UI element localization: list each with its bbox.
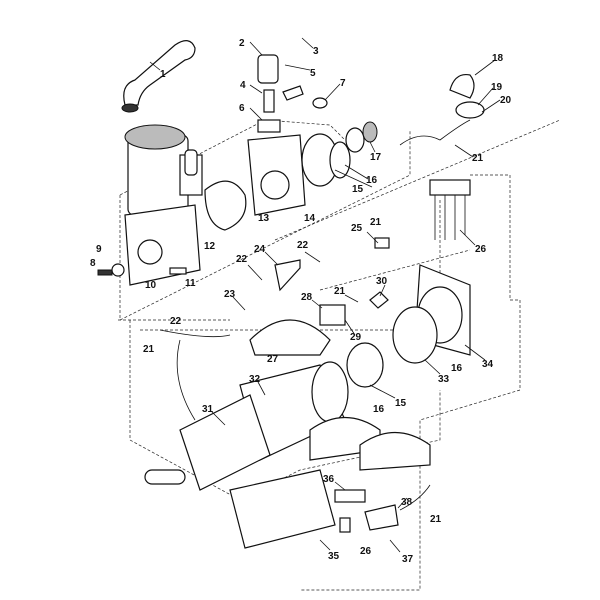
callout-7: 7: [340, 78, 346, 89]
callout-22-b: 22: [236, 254, 248, 265]
leader-lines: [149, 37, 501, 553]
callout-3: 3: [313, 46, 319, 57]
valve-part: [257, 54, 279, 84]
callout-19: 19: [491, 82, 503, 93]
callout-21-f: 21: [430, 514, 442, 525]
seal-part: [329, 141, 351, 179]
washer-part: [111, 263, 125, 277]
callout-22-c: 22: [170, 316, 182, 327]
callout-2: 2: [239, 38, 245, 49]
bracket-part: [334, 489, 366, 503]
callout-16-c: 16: [373, 404, 385, 415]
callout-28: 28: [301, 292, 313, 303]
callout-13: 13: [258, 213, 270, 224]
hose-part: [123, 40, 196, 106]
saddle-part-2: [359, 432, 431, 471]
callout-27: 27: [267, 354, 279, 365]
callout-26-b: 26: [360, 546, 372, 557]
screw-part: [179, 394, 271, 491]
hopper-part: [249, 319, 331, 356]
callout-31: 31: [202, 404, 214, 415]
motor-fan-cover: [124, 124, 186, 150]
callout-11: 11: [185, 278, 196, 289]
parts: [97, 40, 485, 549]
callout-37: 37: [402, 554, 414, 565]
callout-26-a: 26: [475, 244, 487, 255]
callout-38: 38: [401, 497, 413, 508]
elbow-fitting: [282, 85, 304, 101]
callout-30: 30: [376, 276, 388, 287]
callout-labels: 1 2 3 4 5 6 7 8 9 10 11 12 13 14 15 16 1…: [90, 38, 512, 565]
gasket-part: [204, 180, 247, 231]
switch-part: [339, 517, 351, 533]
assembly-guides: [118, 119, 561, 591]
valve-stem-part: [263, 89, 275, 113]
pump-housing-bore: [260, 170, 290, 200]
tee-fitting-part: [374, 237, 390, 249]
callout-16: 16: [366, 175, 378, 186]
callout-15-b: 15: [395, 398, 407, 409]
barrel-end: [311, 361, 349, 423]
flange-part: [392, 306, 438, 364]
callout-5: 5: [310, 68, 316, 79]
callout-36: 36: [323, 474, 335, 485]
callout-21-e: 21: [143, 344, 155, 355]
callout-20: 20: [500, 95, 512, 106]
callout-17: 17: [370, 152, 382, 163]
callout-23: 23: [224, 289, 236, 300]
base-part: [229, 469, 336, 549]
key-part: [169, 267, 187, 275]
bolt-part: [97, 269, 113, 276]
callout-22-a: 22: [297, 240, 309, 251]
callout-18: 18: [492, 53, 504, 64]
callout-10: 10: [145, 280, 157, 291]
sensor-part: [449, 73, 475, 99]
motor-conduit: [184, 149, 198, 176]
connector-block-part: [429, 179, 471, 196]
callout-34: 34: [482, 359, 494, 370]
callout-21-c: 21: [334, 286, 346, 297]
seal-ring-part: [345, 127, 365, 153]
gearbox-output: [137, 239, 163, 265]
callout-21-b: 21: [370, 217, 382, 228]
fitting-part: [369, 291, 389, 309]
callout-9: 9: [96, 244, 102, 255]
clamp-part: [346, 342, 384, 388]
gearbox-part: [124, 204, 201, 286]
callout-21-a: 21: [472, 153, 484, 164]
callout-29: 29: [350, 332, 362, 343]
callout-1: 1: [160, 69, 166, 80]
nozzle-part: [312, 97, 328, 109]
solenoid-valve-part: [364, 504, 399, 531]
bearing-part: [362, 121, 378, 143]
callout-16-b: 16: [451, 363, 463, 374]
valve-block-part: [274, 259, 301, 292]
valve-base-part: [257, 119, 281, 133]
callout-12: 12: [204, 241, 216, 252]
callout-35: 35: [328, 551, 340, 562]
manifold-part: [319, 304, 346, 326]
callout-33: 33: [438, 374, 450, 385]
sensor-base-part: [455, 101, 485, 119]
callout-8: 8: [90, 258, 96, 269]
callout-14: 14: [304, 213, 316, 224]
hose-clamp-part: [121, 103, 139, 113]
callout-24: 24: [254, 244, 266, 255]
callout-15: 15: [352, 184, 364, 195]
shaft-part: [144, 469, 186, 485]
callout-32: 32: [249, 374, 261, 385]
callout-4: 4: [240, 80, 246, 91]
callout-6: 6: [239, 103, 245, 114]
callout-25: 25: [351, 223, 363, 234]
